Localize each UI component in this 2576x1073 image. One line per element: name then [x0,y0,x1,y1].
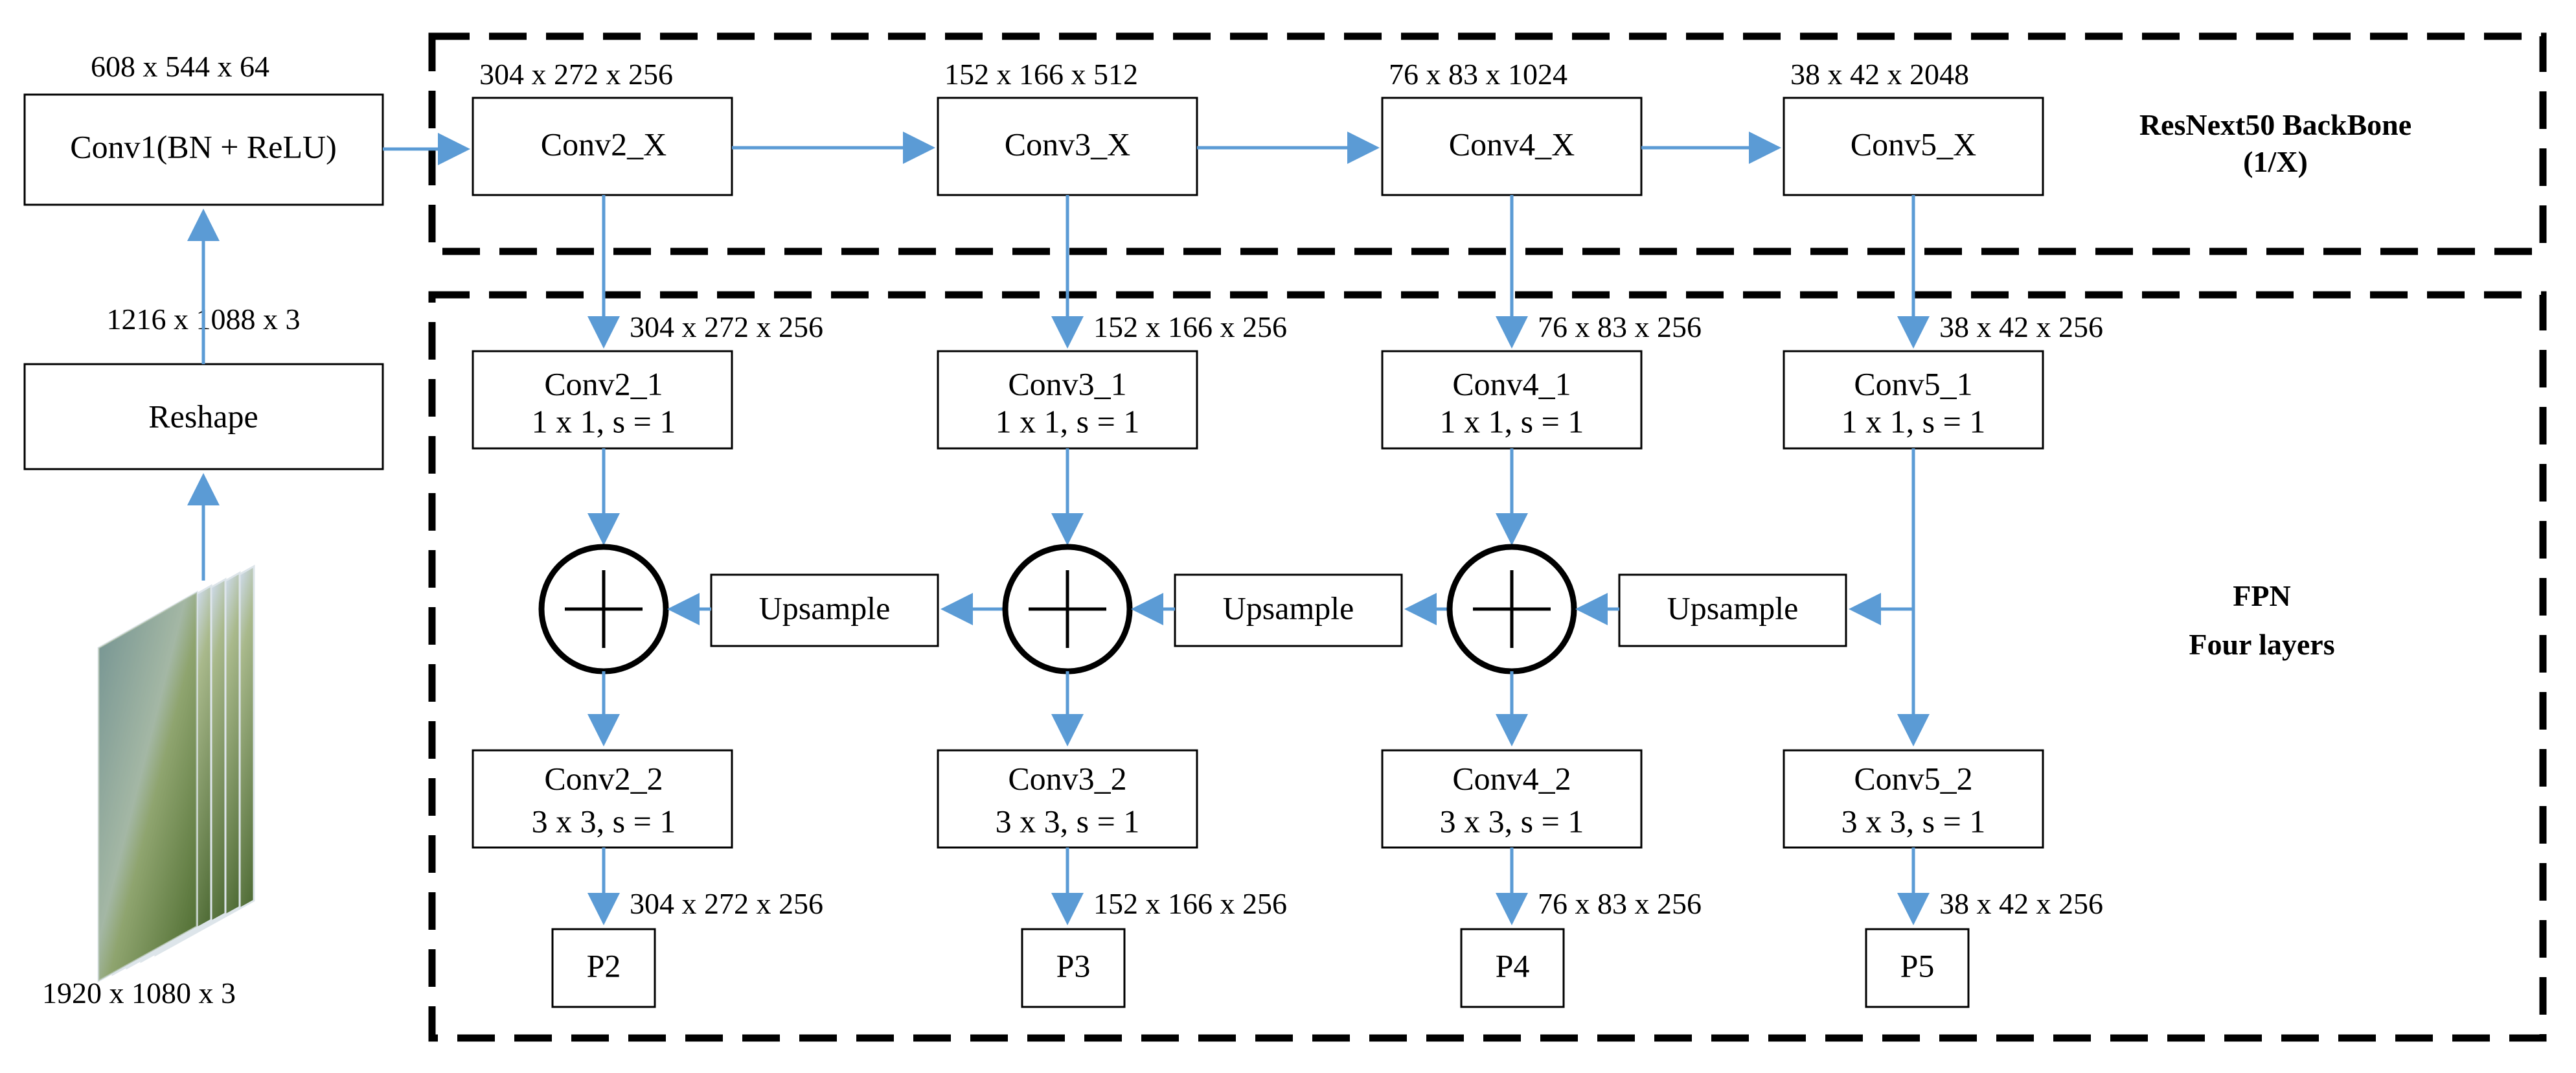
fpn-title: FPN [2233,579,2290,612]
conv3-1-box [937,350,1198,450]
conv4-x-label: Conv4_X [1449,126,1575,162]
conv4-2-spec: 3 x 3, s = 1 [1440,803,1584,839]
conv5-x-label: Conv5_X [1851,126,1976,162]
p3-label: P3 [1056,947,1091,984]
input-size-label: 1920 x 1080 x 3 [42,976,236,1010]
conv3-2-spec: 3 x 3, s = 1 [996,803,1140,839]
conv2-1-spec: 1 x 1, s = 1 [532,403,676,439]
conv3-2-name: Conv3_2 [1008,760,1126,796]
conv5-1-name: Conv5_1 [1854,365,1972,402]
reshape-label: Reshape [148,398,258,434]
conv1-box [23,93,384,206]
conv2-2-box [472,749,733,849]
p4-label: P4 [1496,947,1530,984]
conv4-1-output-label: 76 x 83 x 256 [1538,310,1702,343]
conv2-1-name: Conv2_1 [544,365,663,402]
p3-output-label: 152 x 166 x 256 [1093,887,1287,920]
upsample-box-4 [1618,573,1847,647]
p2-box [551,928,656,1008]
p4-box [1460,928,1565,1008]
conv4-x-output-label: 76 x 83 x 1024 [1389,58,1567,91]
backbone-title: ResNext50 BackBone [2139,108,2411,141]
conv2-1-box [472,350,733,450]
p2-output-label: 304 x 272 x 256 [630,887,823,920]
conv5-1-output-label: 38 x 42 x 256 [1939,310,2103,343]
p5-output-label: 38 x 42 x 256 [1939,887,2103,920]
conv1-output-label: 608 x 544 x 64 [91,50,269,83]
conv4-2-box [1381,749,1643,849]
conv4-1-name: Conv4_1 [1452,365,1571,402]
conv4-x-box [1381,97,1643,196]
conv3-1-output-label: 152 x 166 x 256 [1093,310,1287,343]
conv3-1-name: Conv3_1 [1008,365,1126,402]
fpn-subtitle: Four layers [2189,628,2334,661]
conv4-2-name: Conv4_2 [1452,760,1571,796]
reshape-box [23,363,384,470]
upsample-label-2: Upsample [759,590,891,626]
conv3-x-label: Conv3_X [1005,126,1130,162]
conv4-1-box [1381,350,1643,450]
input-image-stack [97,564,255,983]
upsample-box-2 [710,573,939,647]
p3-box [1021,928,1126,1008]
conv5-x-box [1783,97,2044,196]
backbone-region [428,32,2547,255]
p5-box [1865,928,1970,1008]
conv5-1-spec: 1 x 1, s = 1 [1841,403,1986,439]
p4-output-label: 76 x 83 x 256 [1538,887,1702,920]
conv3-1-spec: 1 x 1, s = 1 [996,403,1140,439]
p2-label: P2 [587,947,621,984]
conv1-label: Conv1(BN + ReLU) [70,128,337,165]
conv2-2-name: Conv2_2 [544,760,663,796]
conv5-2-name: Conv5_2 [1854,760,1972,796]
upsample-label-3: Upsample [1223,590,1354,626]
fpn-region [428,291,2547,1042]
upsample-label-4: Upsample [1667,590,1799,626]
conv3-x-box [937,97,1198,196]
conv5-2-spec: 3 x 3, s = 1 [1841,803,1986,839]
conv5-x-output-label: 38 x 42 x 2048 [1790,58,1969,91]
conv2-x-label: Conv2_X [541,126,667,162]
conv2-1-output-label: 304 x 272 x 256 [630,310,823,343]
conv3-x-output-label: 152 x 166 x 512 [944,58,1138,91]
conv2-x-output-label: 304 x 272 x 256 [479,58,673,91]
backbone-subtitle: (1/X) [2243,145,2308,178]
p5-label: P5 [1900,947,1935,984]
conv2-2-spec: 3 x 3, s = 1 [532,803,676,839]
conv4-1-spec: 1 x 1, s = 1 [1440,403,1584,439]
